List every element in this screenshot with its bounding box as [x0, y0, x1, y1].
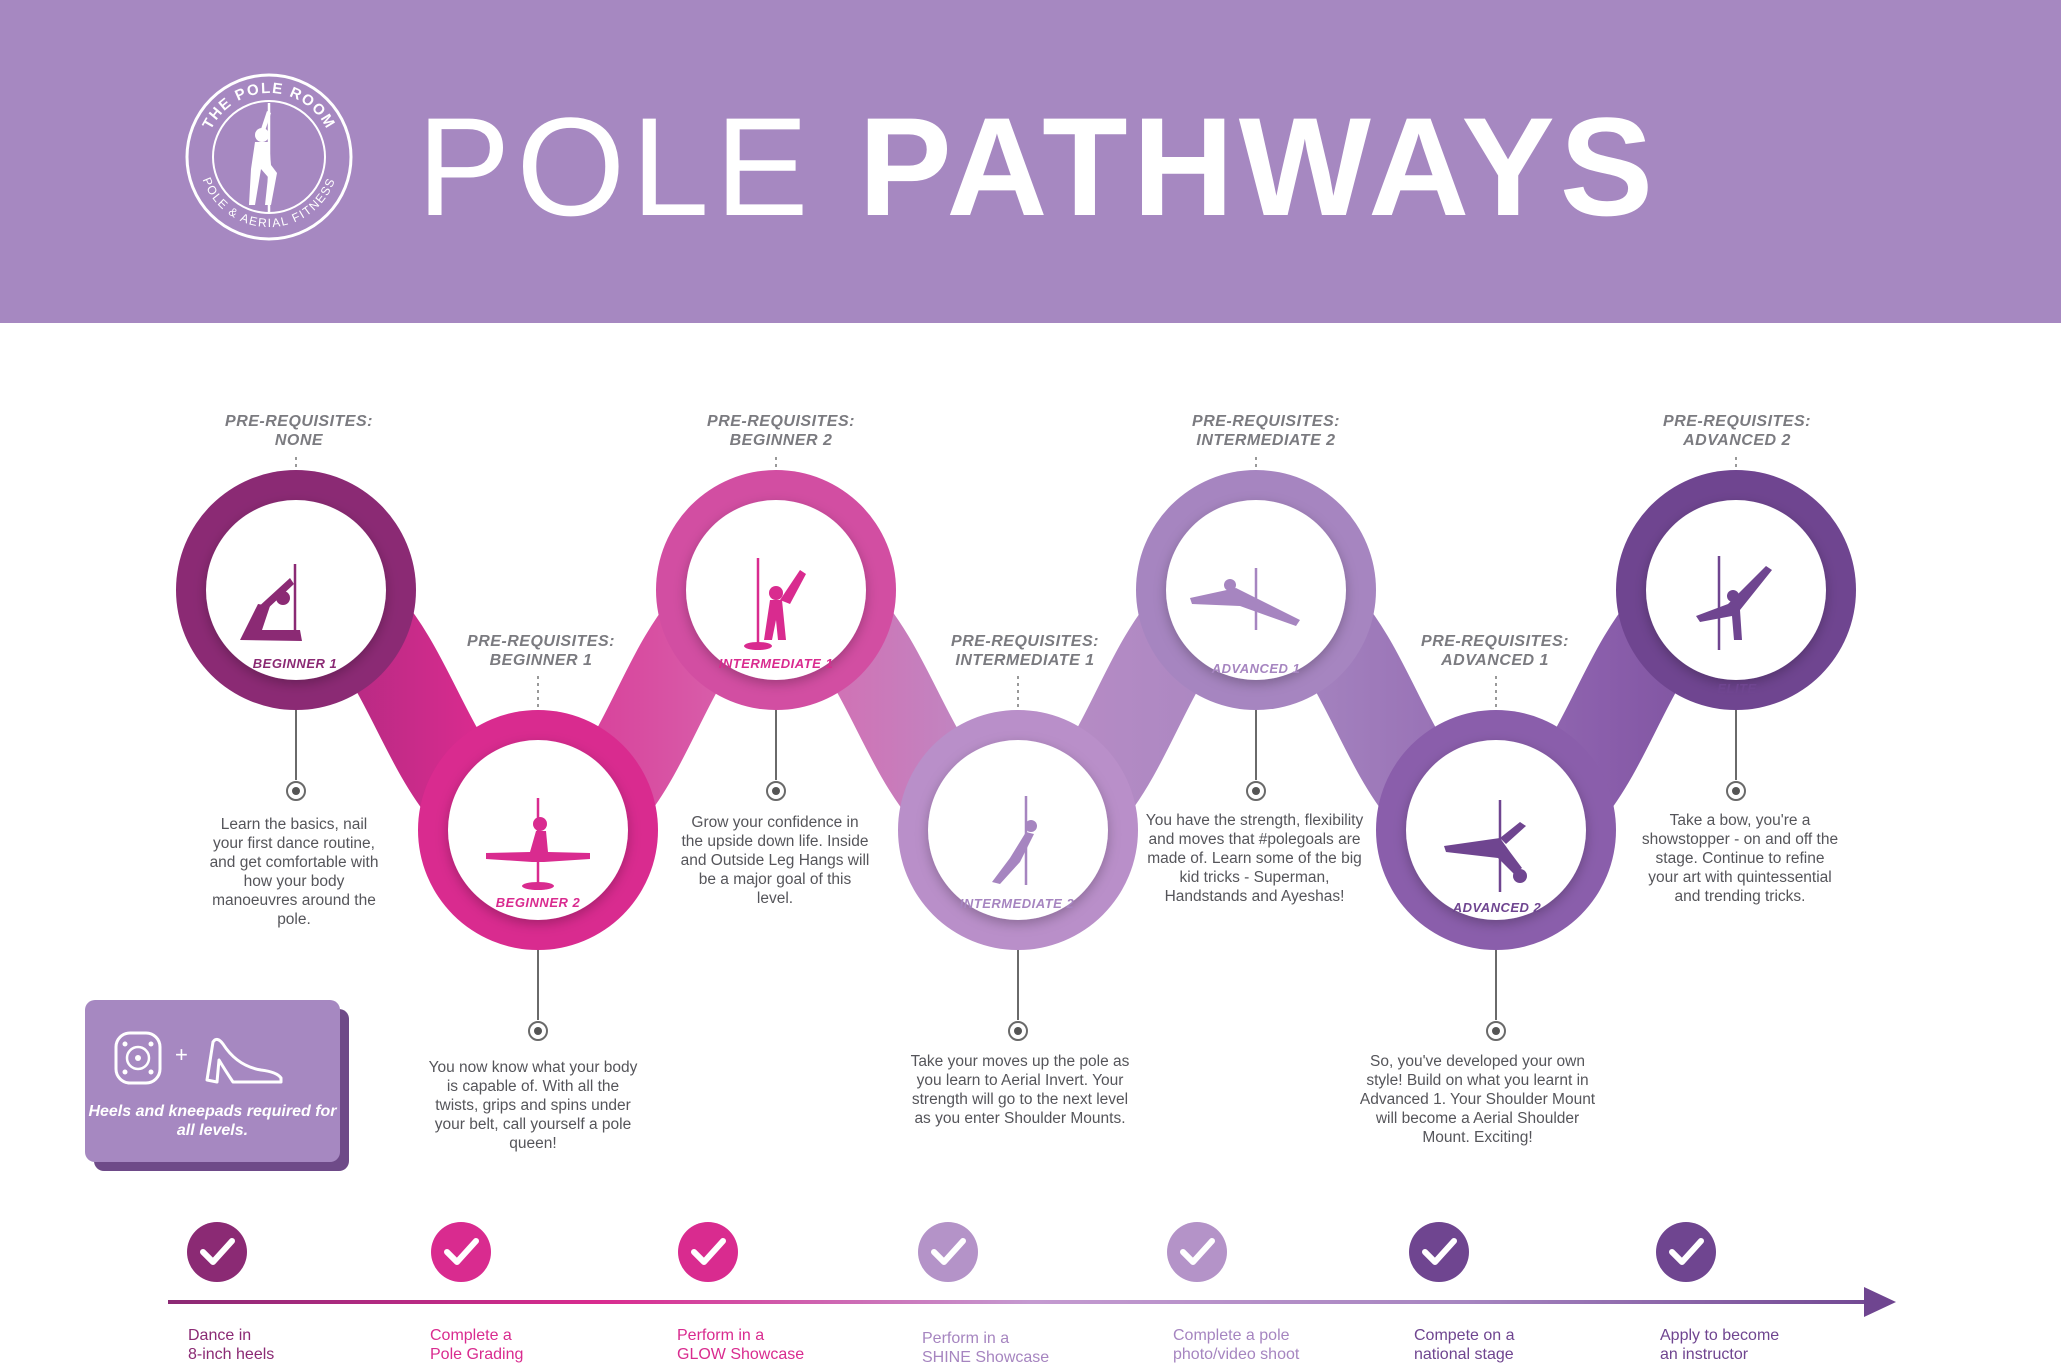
level-circle-elite: [1646, 500, 1826, 680]
check-icon-3: [691, 1238, 726, 1265]
page-title: POLE PATHWAYS: [417, 92, 1658, 242]
figures-layer: [240, 556, 1772, 892]
check-circle-7: [1656, 1222, 1716, 1282]
checkmarks-layer: [187, 1222, 1716, 1282]
prereq-advanced1: PRE-REQUISITES:INTERMEDIATE 2: [1192, 413, 1340, 449]
prereq-beginner1: PRE-REQUISITES:NONE: [225, 413, 373, 449]
check-icon-1: [200, 1238, 235, 1265]
level-name-elite: ELITE: [1717, 681, 1757, 696]
pose-intermediate2-icon: [992, 796, 1037, 885]
header-banner: THE POLE ROOM POLE & AERIAL FITNESS POLE…: [0, 0, 2061, 323]
pole-room-logo: THE POLE ROOM POLE & AERIAL FITNESS: [185, 73, 353, 241]
milestone-4: Perform in a SHINE Showcase: [922, 1330, 1050, 1366]
level-name-beginner2: BEGINNER 2: [495, 895, 581, 910]
desc-intermediate2: Take your moves up the pole as you learn…: [910, 1053, 1130, 1127]
check-circle-5: [1167, 1222, 1227, 1282]
milestone-6: Compete on a national stage: [1414, 1327, 1515, 1363]
prereq-intermediate1: PRE-REQUISITES:BEGINNER 2: [707, 413, 855, 449]
title-light: POLE: [417, 88, 815, 245]
gear-requirement-box: + Heels and kneepads required for all le…: [85, 1000, 340, 1162]
check-icon-4: [931, 1238, 966, 1265]
desc-beginner1: Learn the basics, nail your first dance …: [209, 816, 379, 928]
title-bold: PATHWAYS: [858, 88, 1659, 245]
desc-dot-inner-advanced1: [1252, 787, 1260, 795]
kneepad-icon: [114, 1031, 162, 1085]
desc-dot-inner-intermediate1: [772, 787, 780, 795]
desc-dot-inner-advanced2: [1492, 1027, 1500, 1035]
desc-beginner2: You now know what your body is capable o…: [428, 1059, 638, 1152]
desc-dot-inner-elite: [1732, 787, 1740, 795]
pose-beginner2-icon: [486, 798, 590, 890]
desc-elite: Take a bow, you're a showstopper - on an…: [1641, 812, 1839, 905]
level-circle-advanced2: [1406, 740, 1586, 920]
desc-dot-inner-intermediate2: [1014, 1027, 1022, 1035]
timeline-arrow: [168, 1287, 1896, 1317]
milestone-2: Complete a Pole Grading: [430, 1327, 524, 1363]
prereq-intermediate2: PRE-REQUISITES:INTERMEDIATE 1: [951, 633, 1099, 669]
pose-intermediate1-icon: [744, 558, 806, 650]
check-icon-2: [444, 1238, 479, 1265]
level-name-intermediate1: INTERMEDIATE 1: [718, 656, 834, 671]
pose-advanced2-icon: [1444, 800, 1527, 892]
pose-elite-icon: [1696, 556, 1772, 650]
desc-dot-inner-beginner2: [534, 1027, 542, 1035]
prereq-advanced2: PRE-REQUISITES:ADVANCED 1: [1421, 633, 1569, 669]
plus-sign: +: [175, 1042, 188, 1067]
check-icon-5: [1180, 1238, 1215, 1265]
prereq-elite: PRE-REQUISITES:ADVANCED 2: [1663, 413, 1811, 449]
pose-beginner1-icon: [240, 564, 302, 641]
milestone-3: Perform in a GLOW Showcase: [677, 1327, 805, 1363]
pose-advanced1-icon: [1190, 568, 1300, 630]
desc-advanced1: You have the strength, flexibility and m…: [1145, 812, 1364, 905]
milestone-7: Apply to become an instructor: [1660, 1327, 1780, 1363]
prereq-beginner2: PRE-REQUISITES:BEGINNER 1: [467, 633, 615, 669]
check-icon-7: [1669, 1238, 1704, 1265]
check-circle-6: [1409, 1222, 1469, 1282]
level-name-advanced2: ADVANCED 2: [1452, 900, 1542, 915]
desc-dot-inner-beginner1: [292, 787, 300, 795]
high-heel-icon: [205, 1037, 283, 1084]
level-name-advanced1: ADVANCED 1: [1211, 661, 1301, 676]
level-name-beginner1: BEGINNER 1: [252, 656, 338, 671]
level-name-intermediate2: INTERMEDIATE 2: [959, 896, 1075, 911]
check-circle-4: [918, 1222, 978, 1282]
check-icon-6: [1422, 1238, 1457, 1265]
check-circle-2: [431, 1222, 491, 1282]
gear-note: Heels and kneepads required for all leve…: [88, 1103, 337, 1139]
check-circle-1: [187, 1222, 247, 1282]
milestone-1: Dance in 8-inch heels: [188, 1327, 275, 1363]
level-circle-intermediate2: [928, 740, 1108, 920]
desc-intermediate1: Grow your confidence in the upside down …: [680, 814, 870, 907]
desc-advanced2: So, you've developed your own style! Bui…: [1359, 1053, 1596, 1146]
check-circle-3: [678, 1222, 738, 1282]
milestone-5: Complete a pole photo/video shoot: [1173, 1327, 1300, 1363]
